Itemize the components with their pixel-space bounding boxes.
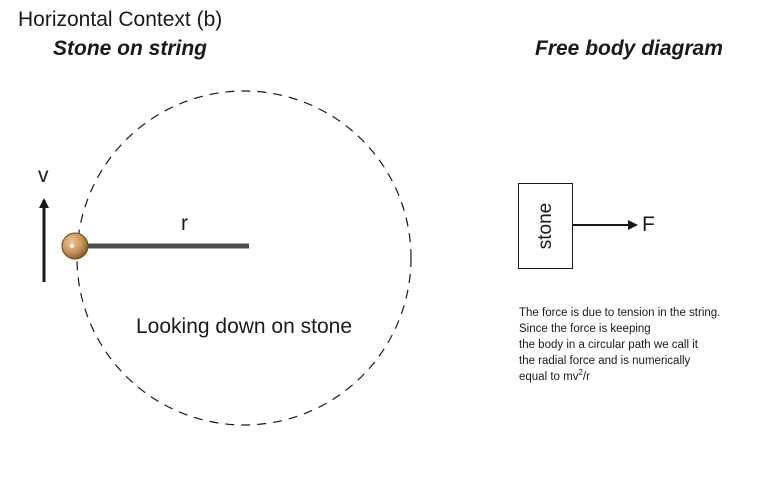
explanation-line-formula: equal to mv2/r [519, 369, 720, 385]
explanation-line: the radial force and is numerically [519, 355, 691, 367]
explanation-text: The force is due to tension in the strin… [519, 305, 720, 385]
explanation-line: The force is due to tension in the strin… [519, 307, 721, 319]
stone-box-label: stone [534, 202, 556, 250]
stone-ball [61, 232, 89, 260]
page-title: Horizontal Context (b) [18, 8, 223, 31]
stone-body-box: stone [518, 183, 573, 269]
free-body-diagram-heading: Free body diagram [535, 37, 723, 60]
top-view-caption: Looking down on stone [136, 315, 352, 338]
stone-on-string-heading: Stone on string [53, 37, 207, 60]
explanation-line: Since the force is keeping [519, 323, 651, 335]
velocity-label: v [38, 164, 49, 187]
formula-exponent: 2 [578, 368, 583, 378]
formula-suffix: /r [582, 371, 590, 383]
stone-highlight [69, 243, 75, 249]
radius-label: r [181, 212, 188, 235]
circular-path [76, 90, 412, 426]
explanation-line: the body in a circular path we call it [519, 339, 698, 351]
force-label: F [642, 213, 655, 236]
formula-prefix: equal to mv [519, 371, 579, 383]
